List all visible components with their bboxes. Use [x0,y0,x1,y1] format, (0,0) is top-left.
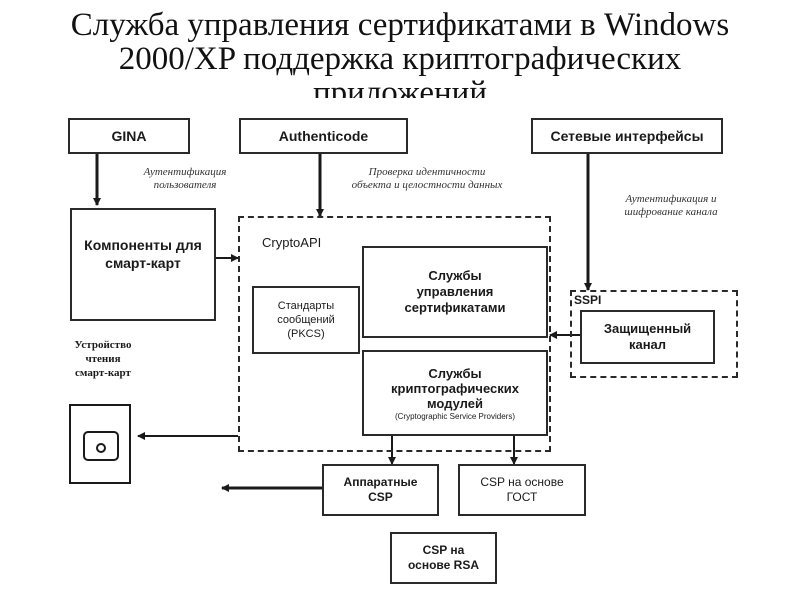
hardware-csp-box: Аппаратные CSP [322,464,439,516]
cryptoapi-label: CryptoAPI [262,235,322,250]
certificate-services-box: Службы управления сертификатами [362,246,548,338]
network-interfaces-box: Сетевые интерфейсы [531,118,723,154]
sspi-container [570,290,738,378]
note-identity-integrity-check: Проверка идентичности объекта и целостно… [351,166,503,191]
page-title: Служба управления сертификатами в Window… [0,8,800,98]
cryptoapi-container [238,216,551,452]
gina-box: GINA [68,118,190,154]
csp-modules-subtitle: (Cryptographic Service Providers) [394,411,516,421]
gost-csp-box: CSP на основе ГОСТ [458,464,586,516]
title-line-1: Служба управления сертификатами в Window… [70,7,730,43]
rsa-csp-box: CSP на основе RSA [390,532,497,584]
authenticode-box: Authenticode [239,118,408,154]
title-line-2: 2000/XP поддержка криптографических [118,41,682,77]
csp-modules-box: Службы криптографических модулей (Crypto… [362,350,548,436]
sspi-label: SSPI [574,293,602,307]
smartcard-components-box: Компоненты для смарт-карт [70,208,216,321]
title-line-3: приложений [313,76,487,98]
csp-modules-title: Службы криптографических модулей [391,365,519,411]
smartcard-reader-label: Устройство чтения смарт-карт [74,339,132,379]
note-user-authentication: Аутентификация пользователя [143,166,227,191]
secure-channel-box: Защищенный канал [580,310,715,364]
note-channel-authentication: Аутентификация и шифрование канала [624,193,718,218]
smart-card-reader-icon [69,404,131,484]
pkcs-standards-box: Стандарты сообщений (PKCS) [252,286,360,354]
